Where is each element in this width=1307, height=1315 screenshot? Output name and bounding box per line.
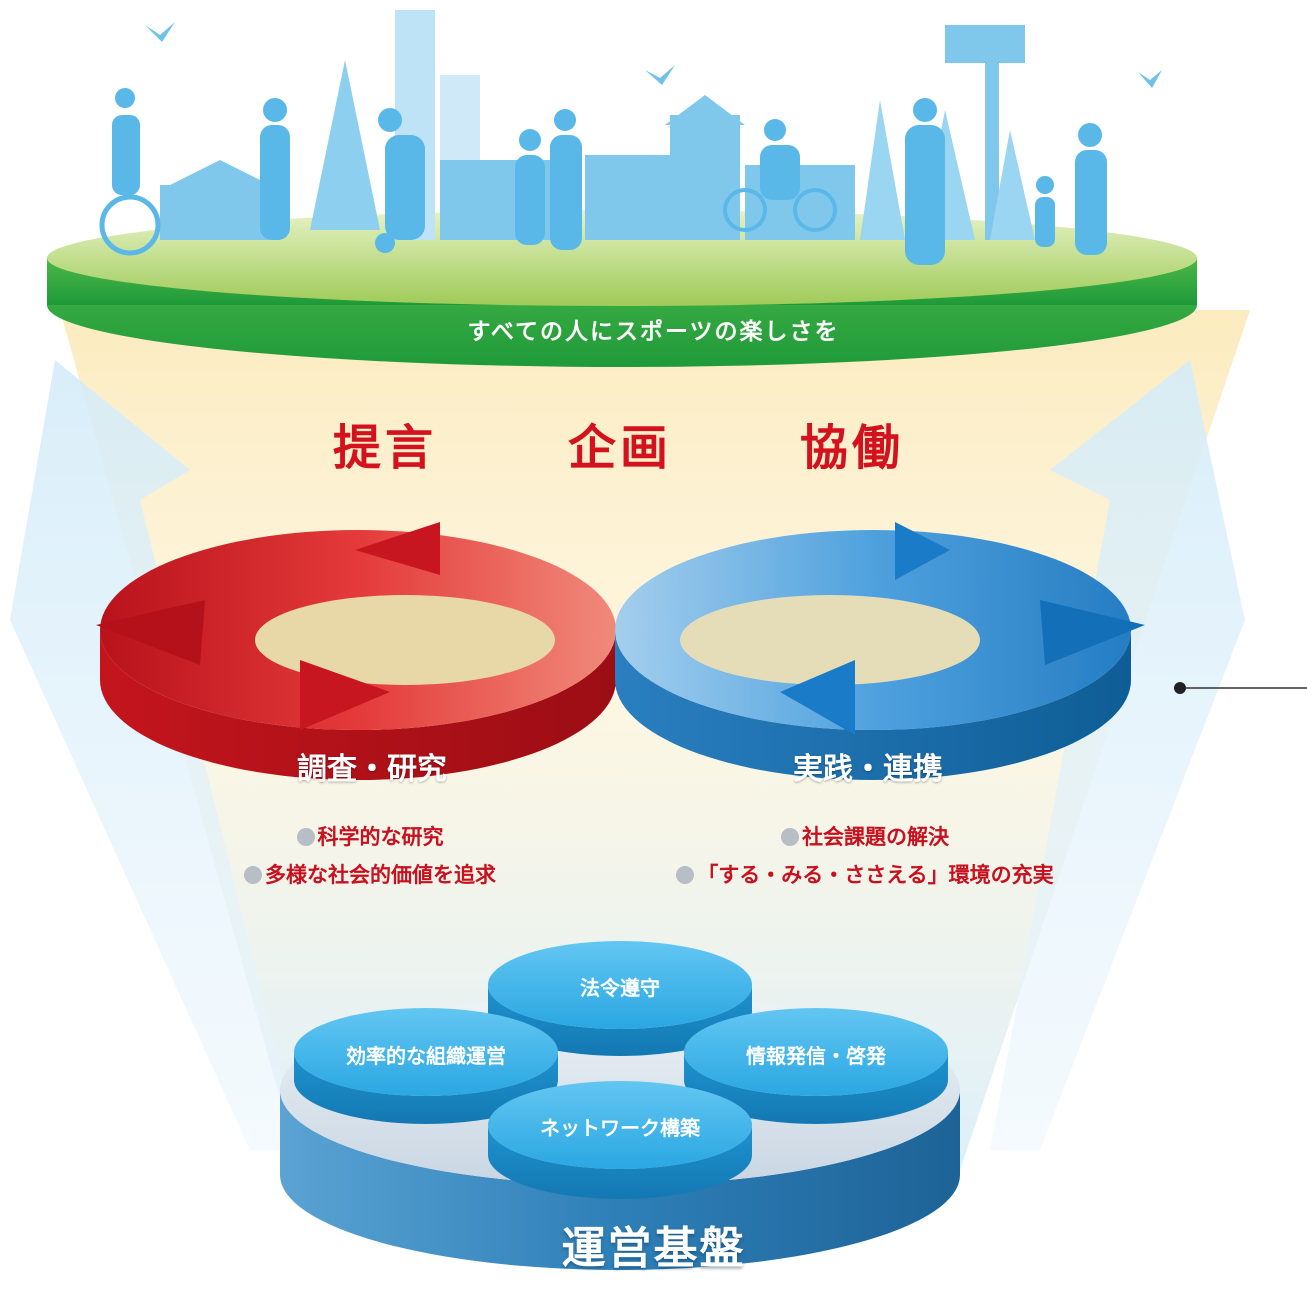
- bullet-dot: [296, 828, 315, 846]
- bullet-dot: [676, 866, 695, 884]
- right-upward-arrow: [990, 360, 1245, 1150]
- foundation-title: 運営基盤: [561, 1223, 746, 1274]
- bullet-dot: [244, 866, 262, 884]
- disc-label-information: 情報発信・啓発: [746, 1044, 886, 1068]
- disc-network: [488, 1081, 752, 1199]
- disc-efficient-management: [294, 1008, 558, 1124]
- banner-slogan: すべての人にスポーツの楽しさを: [467, 319, 840, 345]
- disc-information: [684, 1008, 948, 1124]
- left-upward-arrow: [10, 360, 300, 1150]
- list-item: 社会課題の解決: [640, 818, 1090, 856]
- research-bullet-list: 科学的な研究 多様な社会的価値を追求: [205, 818, 535, 894]
- list-item: 多様な社会的価値を追求: [205, 856, 535, 894]
- list-item: 「する・みる・ささえる」環境の充実: [640, 856, 1090, 894]
- disc-label-compliance: 法令遵守: [580, 976, 660, 1000]
- practice-cycle-ring: [615, 522, 1145, 780]
- funnel-glow: [60, 310, 1250, 1170]
- practice-cycle-label: 実践・連携: [793, 752, 943, 787]
- keyword-planning: 企画: [568, 420, 673, 476]
- keyword-collaboration: 協働: [800, 420, 905, 476]
- research-cycle-label: 調査・研究: [297, 752, 447, 787]
- city-silhouette: [160, 10, 1035, 240]
- bullet-dot: [781, 828, 799, 846]
- disc-label-efficient-management: 効率的な組織運営: [346, 1044, 506, 1068]
- callout-dot: [1174, 682, 1186, 694]
- people-silhouettes: [99, 88, 1107, 265]
- disc-compliance: [488, 941, 752, 1056]
- keyword-proposal: 提言: [333, 420, 438, 476]
- research-cycle-ring: [96, 522, 616, 780]
- disc-label-network: ネットワーク構築: [540, 1116, 700, 1140]
- practice-bullet-list: 社会課題の解決 「する・みる・ささえる」環境の充実: [640, 818, 1090, 894]
- list-item: 科学的な研究: [205, 818, 535, 856]
- bird-silhouettes: [145, 22, 1162, 88]
